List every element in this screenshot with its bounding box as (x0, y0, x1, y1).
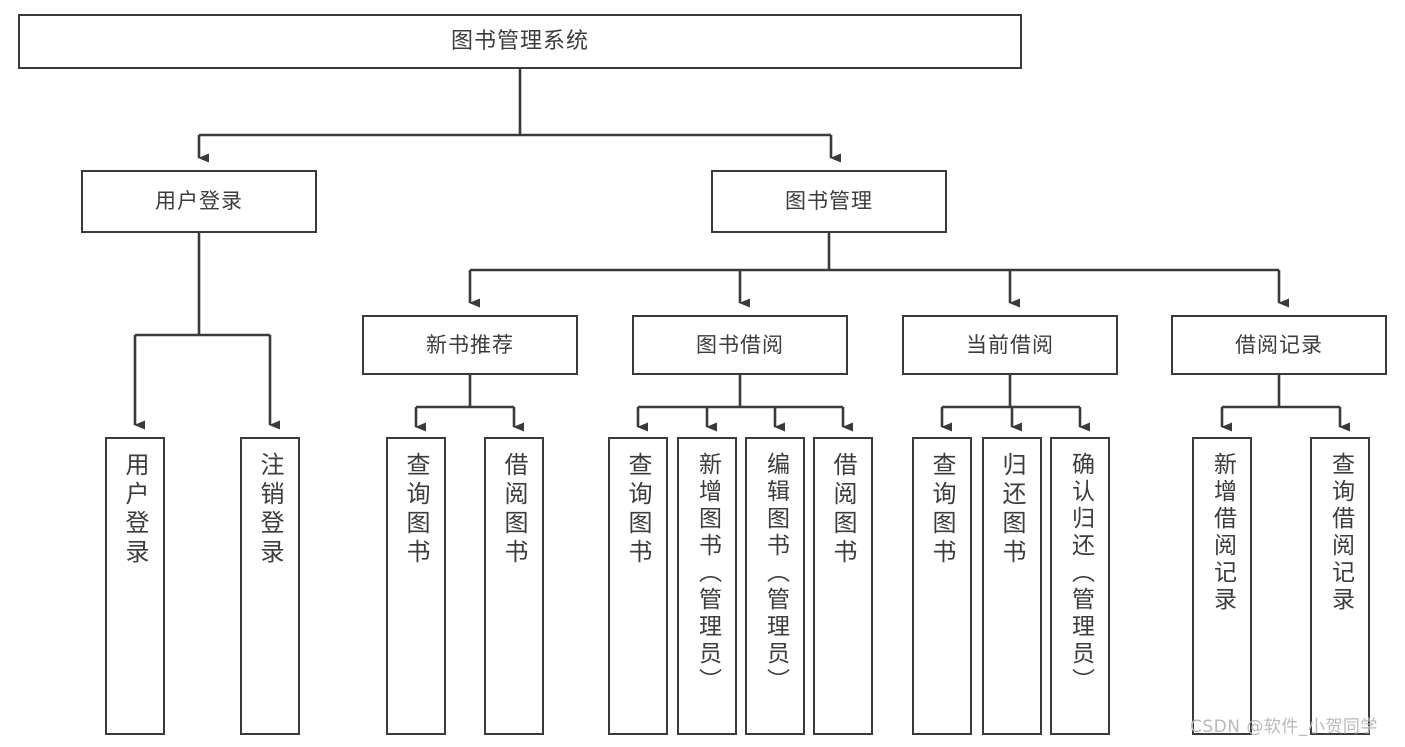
leaf-return-book[interactable]: 归还图书 (982, 437, 1042, 735)
leaf-query-record-label: 查询借阅记录 (1327, 452, 1354, 614)
leaf-add-book[interactable]: 新增图书（管理员） (677, 437, 737, 735)
leaf-return-book-label: 归还图书 (998, 452, 1026, 568)
node-book-borrow[interactable]: 图书借阅 (632, 315, 848, 375)
leaf-query-book-3-label: 查询图书 (928, 452, 956, 568)
csdn-watermark: CSDN @软件_小贺同学 (1190, 717, 1378, 737)
leaf-add-record[interactable]: 新增借阅记录 (1192, 437, 1252, 735)
node-book-management[interactable]: 图书管理 (711, 170, 947, 233)
leaf-logout-login-label: 注销登录 (256, 452, 284, 568)
leaf-confirm-return-label: 确认归还（管理员） (1067, 452, 1094, 695)
leaf-add-record-label: 新增借阅记录 (1209, 452, 1236, 614)
node-book-management-label: 图书管理 (785, 189, 873, 214)
node-user-login-label: 用户登录 (155, 189, 243, 214)
node-current-borrow-label: 当前借阅 (966, 332, 1054, 357)
node-root[interactable]: 图书管理系统 (18, 14, 1022, 69)
node-borrow-record-label: 借阅记录 (1235, 332, 1323, 357)
leaf-query-book-3[interactable]: 查询图书 (912, 437, 972, 735)
node-current-borrow[interactable]: 当前借阅 (902, 315, 1118, 375)
leaf-confirm-return[interactable]: 确认归还（管理员） (1050, 437, 1110, 735)
leaf-logout-login[interactable]: 注销登录 (240, 437, 300, 735)
node-new-book-recommend-label: 新书推荐 (426, 332, 514, 357)
leaf-query-book-1-label: 查询图书 (402, 452, 430, 568)
node-user-login[interactable]: 用户登录 (81, 170, 317, 233)
leaf-query-record[interactable]: 查询借阅记录 (1310, 437, 1370, 735)
node-borrow-record[interactable]: 借阅记录 (1171, 315, 1387, 375)
leaf-edit-book[interactable]: 编辑图书（管理员） (745, 437, 805, 735)
leaf-user-login[interactable]: 用户登录 (105, 437, 165, 735)
leaf-add-book-label: 新增图书（管理员） (694, 452, 721, 695)
leaf-edit-book-label: 编辑图书（管理员） (762, 452, 789, 695)
leaf-borrow-book-1-label: 借阅图书 (500, 452, 528, 568)
leaf-borrow-book-2[interactable]: 借阅图书 (813, 437, 873, 735)
leaf-query-book-2[interactable]: 查询图书 (608, 437, 668, 735)
node-book-borrow-label: 图书借阅 (696, 332, 784, 357)
leaf-borrow-book-2-label: 借阅图书 (829, 452, 857, 568)
node-new-book-recommend[interactable]: 新书推荐 (362, 315, 578, 375)
leaf-query-book-2-label: 查询图书 (624, 452, 652, 568)
node-root-label: 图书管理系统 (450, 28, 589, 54)
leaf-user-login-label: 用户登录 (121, 452, 149, 568)
leaf-query-book-1[interactable]: 查询图书 (386, 437, 446, 735)
leaf-borrow-book-1[interactable]: 借阅图书 (484, 437, 544, 735)
